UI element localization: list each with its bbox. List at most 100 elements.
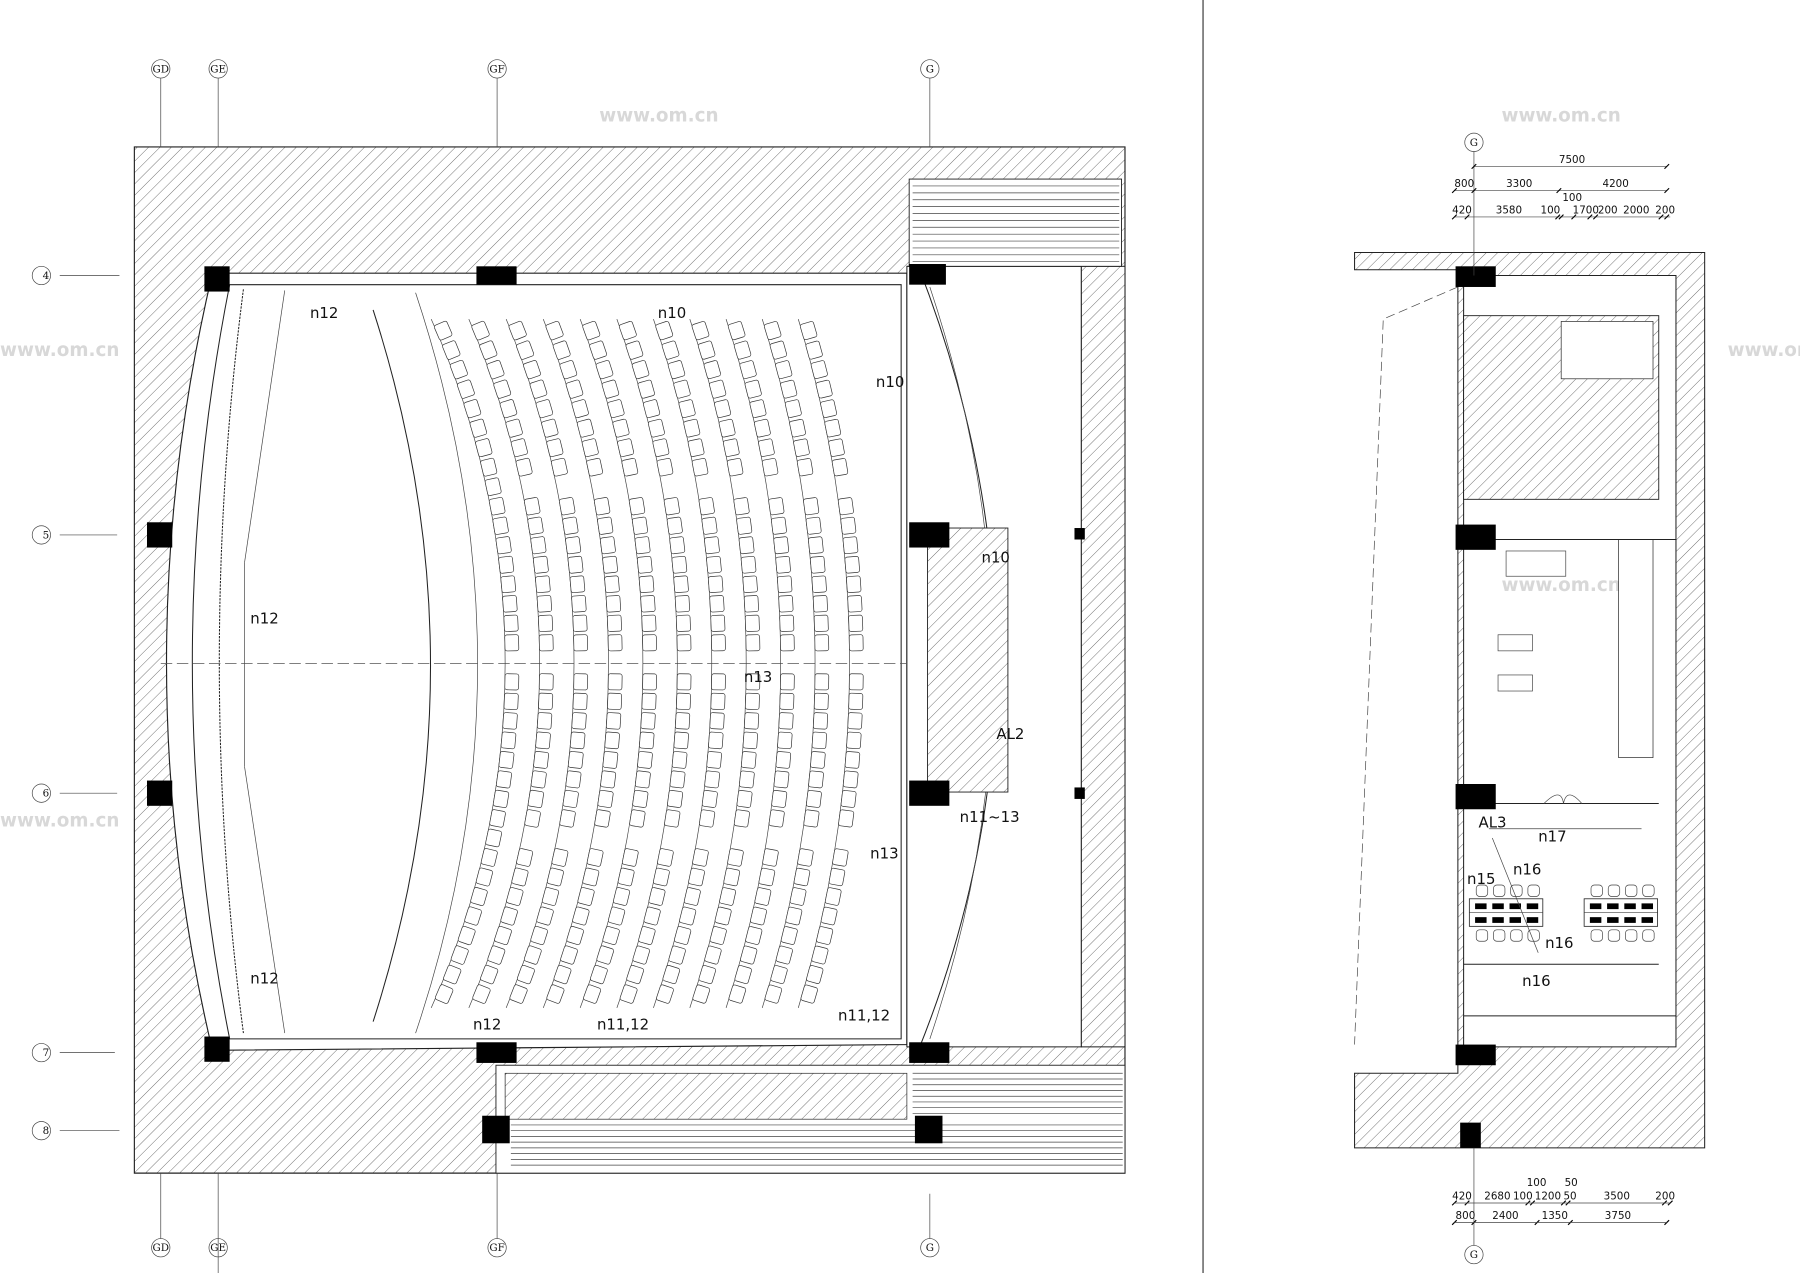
dim-text: 100 bbox=[1527, 1177, 1547, 1189]
seat bbox=[641, 692, 657, 710]
seat bbox=[500, 575, 517, 594]
seat bbox=[586, 457, 603, 477]
seat bbox=[589, 340, 607, 360]
column bbox=[204, 266, 230, 292]
seat bbox=[837, 497, 854, 516]
circuit-label: AL3 bbox=[1479, 814, 1507, 832]
seat bbox=[590, 965, 608, 985]
seat bbox=[709, 379, 727, 399]
seat bbox=[643, 399, 661, 418]
dim-tick bbox=[1664, 214, 1670, 220]
structural-columns bbox=[146, 264, 1085, 1144]
seat bbox=[538, 673, 554, 691]
seat bbox=[535, 575, 551, 594]
seat bbox=[844, 751, 861, 769]
circuit-label: n10 bbox=[876, 373, 904, 391]
column bbox=[476, 1042, 517, 1063]
seat bbox=[498, 751, 515, 769]
seat bbox=[500, 906, 518, 926]
dim-text: 420 bbox=[1452, 1191, 1472, 1203]
watermarks: www.om.cn www.om.cn www.om.cn www.om.cn … bbox=[0, 106, 1800, 832]
seat bbox=[551, 848, 569, 867]
column bbox=[914, 1115, 943, 1144]
circuit-label: n13 bbox=[744, 668, 772, 686]
seat bbox=[601, 379, 620, 399]
seat bbox=[475, 867, 493, 887]
seat bbox=[814, 673, 830, 691]
axis-label-4: 4 bbox=[43, 270, 50, 282]
seat bbox=[502, 595, 518, 613]
side-plan: AL3 n17 n16 n15 n16 n16 G G 7500 800 330… bbox=[1354, 132, 1706, 1265]
seat bbox=[619, 984, 638, 1004]
seat bbox=[530, 926, 548, 946]
axis-label-8: 8 bbox=[43, 1125, 50, 1137]
seat bbox=[656, 984, 674, 1004]
circuit-labels: n12 n10 n10 n12 n10 n13 AL2 n11~13 n13 n… bbox=[250, 304, 1024, 1034]
seat bbox=[504, 673, 520, 691]
seat bbox=[754, 418, 771, 438]
seat bbox=[657, 848, 674, 867]
seat bbox=[775, 360, 793, 379]
seat bbox=[780, 379, 798, 399]
dim-text: 4200 bbox=[1603, 178, 1629, 190]
seat bbox=[638, 926, 656, 945]
computer-icon bbox=[1624, 917, 1636, 923]
dim-tick bbox=[1556, 187, 1562, 194]
dim-text: 3750 bbox=[1605, 1210, 1631, 1222]
seat bbox=[435, 984, 454, 1004]
seat bbox=[745, 926, 763, 945]
seat bbox=[605, 595, 622, 613]
seat bbox=[800, 984, 818, 1004]
computer-icon bbox=[1492, 917, 1504, 923]
dim-text: 800 bbox=[1456, 1210, 1476, 1222]
seat bbox=[492, 516, 509, 535]
seat bbox=[678, 399, 696, 418]
chair-icon bbox=[1510, 884, 1523, 897]
seat bbox=[469, 418, 488, 438]
circuit-label: n12 bbox=[310, 304, 338, 322]
seat bbox=[595, 360, 614, 380]
chair-icon bbox=[1493, 884, 1506, 897]
circuit-label: n11,12 bbox=[838, 1006, 890, 1024]
seat bbox=[565, 379, 584, 399]
column bbox=[909, 780, 950, 806]
lobby-hatch-block bbox=[927, 527, 1009, 793]
seat bbox=[736, 790, 753, 808]
computer-icon bbox=[1607, 917, 1619, 923]
seat bbox=[811, 945, 829, 965]
seat bbox=[618, 321, 637, 341]
dimension-ticks bbox=[1451, 163, 1673, 1226]
seat bbox=[581, 438, 599, 457]
seat bbox=[762, 848, 779, 867]
seat bbox=[486, 360, 505, 380]
axis-bubbles-top: GD GE GF G bbox=[151, 59, 940, 79]
axis-bubble bbox=[1464, 132, 1484, 152]
office-desks bbox=[1468, 884, 1659, 942]
seat bbox=[844, 556, 860, 574]
column bbox=[146, 522, 173, 548]
computer-icon bbox=[1475, 903, 1487, 910]
dim-tick bbox=[1451, 187, 1458, 194]
seat bbox=[500, 731, 517, 750]
seat bbox=[643, 906, 661, 926]
dim-text: 200 bbox=[1655, 1191, 1675, 1203]
seat bbox=[553, 964, 572, 985]
seat bbox=[728, 984, 747, 1004]
seat bbox=[621, 458, 639, 477]
dim-text: 3300 bbox=[1506, 178, 1532, 190]
computer-icon bbox=[1526, 917, 1539, 923]
seat bbox=[847, 595, 863, 613]
seat bbox=[562, 516, 579, 535]
axis-label-ge: GE bbox=[210, 1242, 226, 1254]
wiring-line bbox=[244, 290, 286, 563]
watermark-url: www.om.cn bbox=[0, 810, 119, 831]
axis-label-g: G bbox=[926, 63, 934, 75]
dim-tick bbox=[1471, 163, 1477, 170]
computer-icon bbox=[1589, 917, 1602, 923]
seat bbox=[704, 770, 721, 789]
dim-tick bbox=[1664, 187, 1670, 194]
chair-icon bbox=[1642, 884, 1655, 897]
seat bbox=[613, 887, 631, 906]
dimensions-top: 7500 800 3300 4200 420 3580 100 100 1700… bbox=[1452, 154, 1675, 218]
seat bbox=[793, 438, 810, 457]
